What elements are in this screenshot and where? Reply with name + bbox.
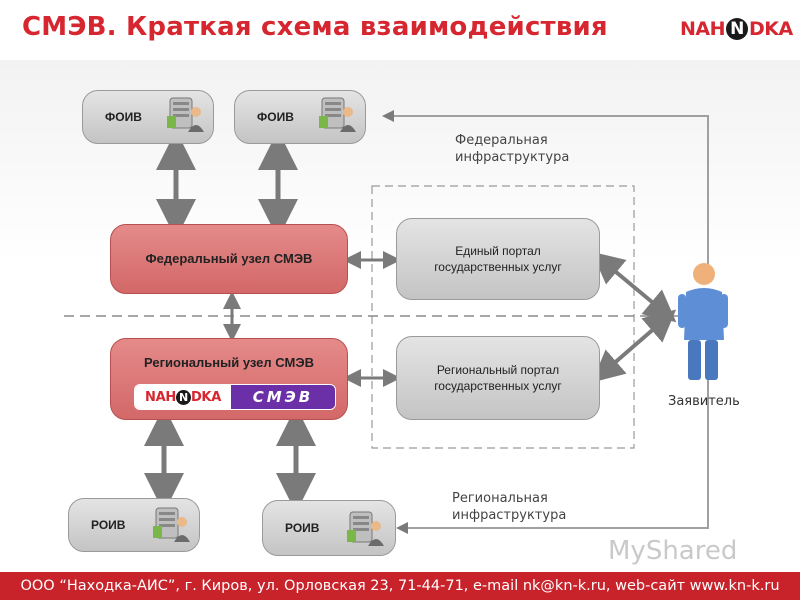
footer-contact-bar: ООО “Находка-АИС”, г. Киров, ул. Орловск… [0,572,800,600]
logo-text-left: NAH [680,18,726,40]
regional-infra-text: Региональная инфраструктура [452,491,567,523]
foiv-label-1: ФОИВ [105,110,142,124]
federal-infra-label: Федеральная инфраструктура [455,132,595,166]
regional-portal-node: Региональный портал государственных услу… [396,336,600,420]
watermark: MyShared [608,536,738,566]
roiv-label-2: РОИВ [285,521,320,535]
roiv-label-1: РОИВ [91,518,126,532]
logo-circle: N [726,18,749,40]
applicant-person-icon [678,263,728,380]
badge-logo-circle: N [175,389,191,405]
badge-logo-right: DKA [190,389,221,405]
regional-infra-label: Региональная инфраструктура [452,490,582,524]
server-user-icon [319,97,356,132]
applicant-label: Заявитель [668,394,740,409]
server-user-icon [167,97,204,132]
regional-node-label: Региональный узел СМЭВ [144,355,314,370]
line-applicant-roiv [396,368,709,534]
federal-node-label: Федеральный узел СМЭВ [145,251,313,266]
page-title: СМЭВ. Краткая схема взаимодействия [22,12,608,42]
federal-infra-text: Федеральная инфраструктура [455,133,570,165]
federal-smev-node: Федеральный узел СМЭВ [110,224,348,294]
line-applicant-foiv [382,110,709,270]
arrow-applicant-unified-portal [591,251,677,323]
server-user-icon [153,507,190,542]
unified-portal-label: Единый портал государственных услуг [434,244,562,274]
regional-portal-label: Региональный портал государственных услу… [434,363,562,393]
foiv-label-2: ФОИВ [257,110,294,124]
logo-text-right: DKA [749,18,793,40]
server-user-icon [347,511,384,546]
arrow-applicant-regional-portal [591,309,677,383]
badge-logo-left: NAH [145,389,176,405]
badge-smev: СМЭВ [231,385,335,409]
unified-portal-node: Единый портал государственных услуг [396,218,600,300]
